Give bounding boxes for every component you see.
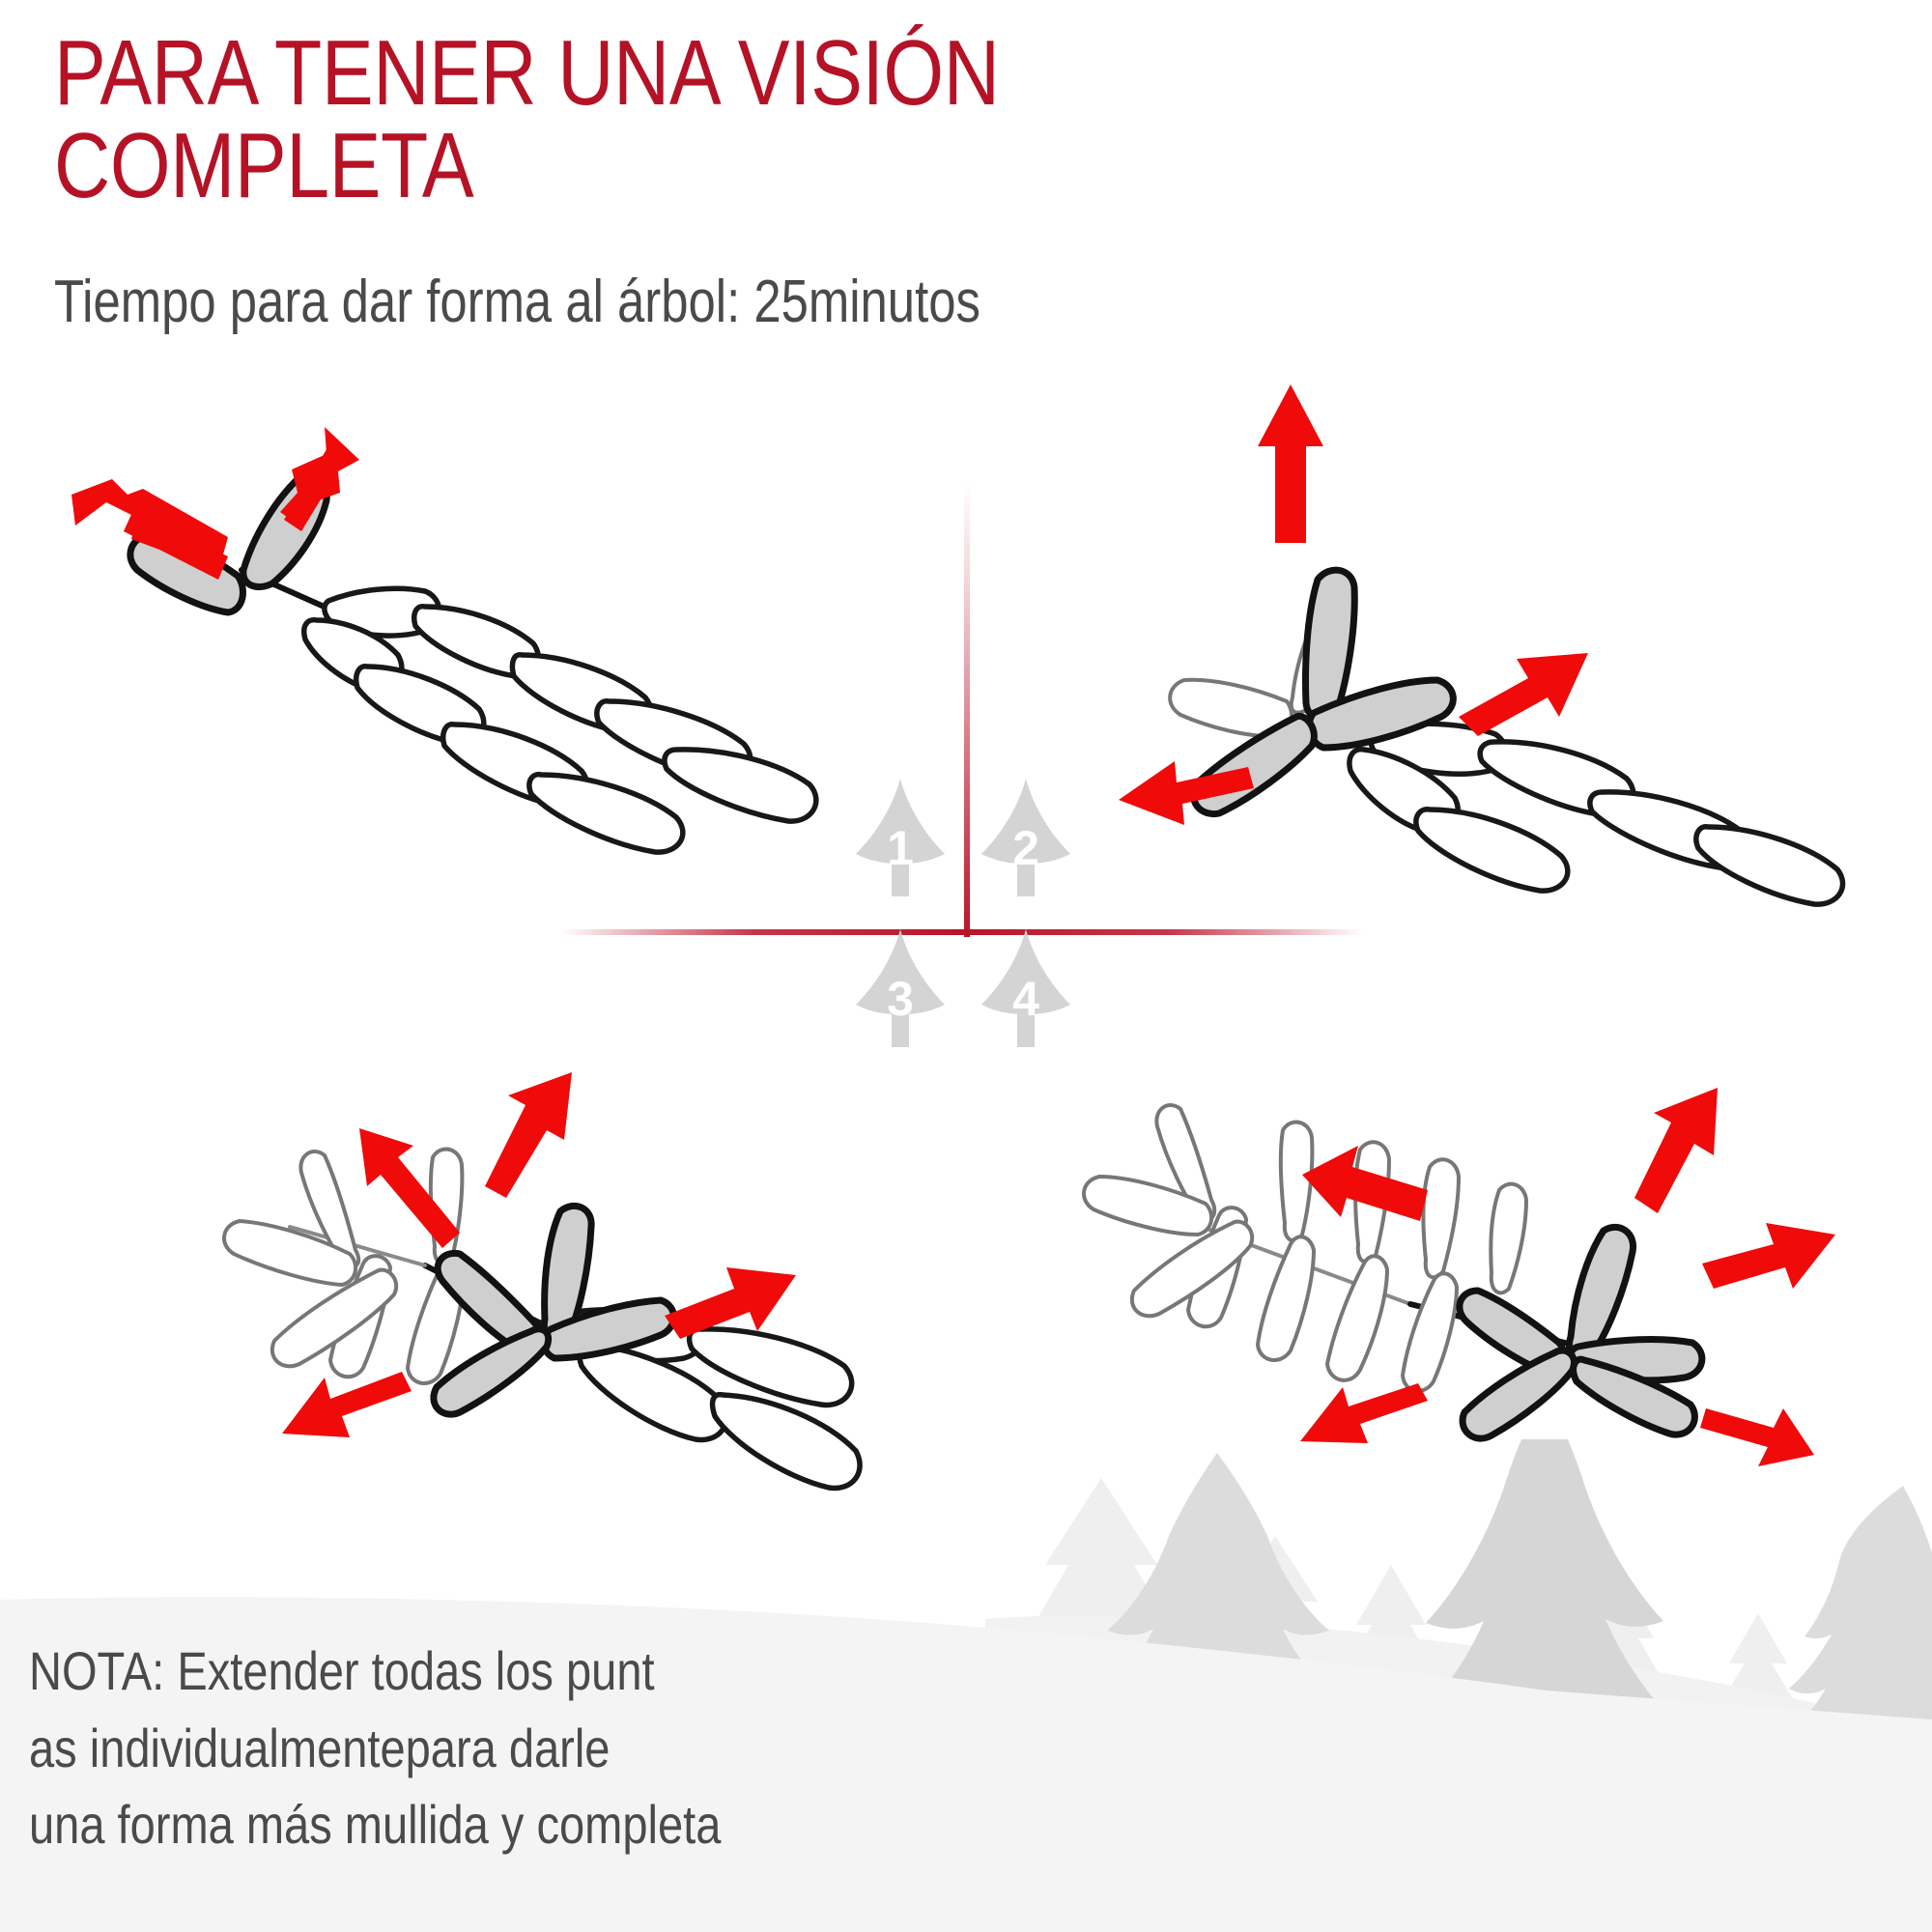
arrow-right [665,1267,796,1339]
arrow-right-down [1700,1408,1814,1466]
folded-branch-body [1347,721,1846,907]
note-band [0,1546,1932,1932]
note-band-shape [0,1597,1932,1932]
christmas-tree-icon [981,929,1070,1047]
branch-diagram-4 [1082,1088,1835,1466]
extended-tip-left-down [1459,1347,1577,1442]
arrow-up [1258,384,1323,543]
arrow-right [1702,1223,1835,1289]
quadrant-marker-4: 4 [980,925,1072,1051]
illustration-step-1 [39,348,850,855]
quadrant-number-3: 3 [887,972,914,1026]
quadrant-number-2: 2 [1012,821,1039,875]
quadrant-marker-3: 3 [854,925,947,1051]
extended-tip-left-down [430,1325,552,1418]
arrow-up [1634,1088,1718,1213]
branch-diagram-2 [1119,384,1846,907]
illustration-step-3 [135,1005,898,1492]
arrow-left-down [282,1372,412,1437]
extended-tip-right [540,1296,677,1362]
quadrant-number-1: 1 [887,821,914,875]
divider-vertical [964,483,970,937]
arrow-left-down [1300,1383,1428,1443]
quadrant-marker-2: 2 [980,775,1072,900]
folded-branch-body [301,585,819,855]
arrow-up [485,1072,572,1198]
branch-diagram-1 [71,427,819,855]
page-title: PARA TENER UNA VISIÓN COMPLETA [54,21,1021,217]
extended-tip-right [1305,676,1457,752]
christmas-tree-icon [856,929,945,1047]
illustration-step-2 [1005,319,1846,907]
note-text: NOTA: Extender todas los punt as individ… [29,1640,722,1856]
divider-horizontal [560,929,1362,935]
ghost-tips [1082,1103,1528,1393]
page-subtitle: Tiempo para dar forma al árbol: 25minuto… [54,269,980,335]
illustration-step-4 [1005,1014,1874,1468]
arrow-left-down [1119,761,1254,825]
quadrant-marker-1: 1 [854,775,947,900]
arrow-up-left [1302,1146,1428,1221]
arrow-right [1459,653,1588,736]
extended-tip-right-down [1570,1355,1698,1438]
arrow-up-right [280,427,359,531]
christmas-tree-icon [856,779,945,896]
branch-diagram-3 [222,1072,863,1492]
arrow-up-left [359,1128,460,1248]
quadrant-number-4: 4 [1012,972,1039,1026]
christmas-tree-icon [981,779,1070,896]
arrow-left [71,479,228,580]
